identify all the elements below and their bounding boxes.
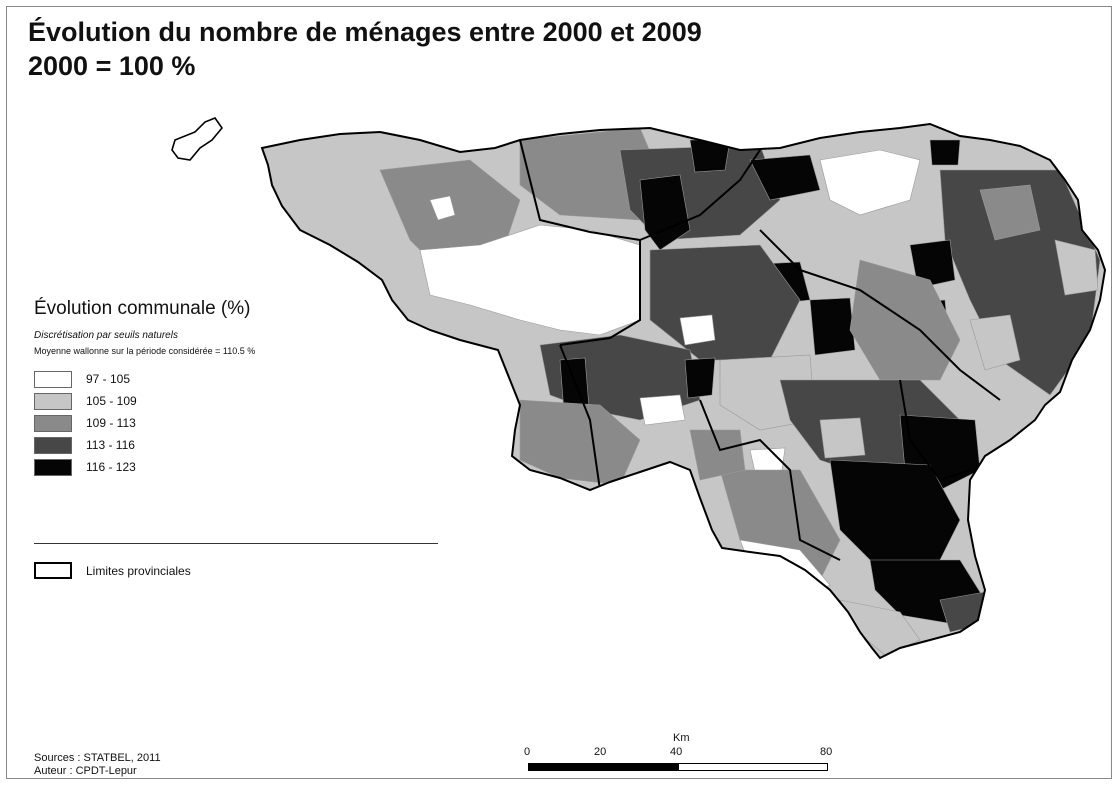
- comines-enclave: [171, 117, 224, 161]
- scale-tick: 80: [820, 746, 833, 758]
- legend-method: Discrétisation par seuils naturels: [34, 330, 178, 341]
- legend-swatch: [34, 458, 72, 476]
- legend-item: 109 - 113: [34, 412, 454, 434]
- legend-item: 116 - 123: [34, 456, 454, 478]
- scale-unit: Km: [673, 732, 690, 744]
- province-label: Limites provinciales: [86, 563, 191, 578]
- province-boundary: [899, 379, 971, 482]
- legend-label: 113 - 116: [86, 438, 135, 452]
- commune-zone: [819, 417, 866, 459]
- legend-swatch: [34, 392, 72, 410]
- province-boundary: [559, 344, 601, 491]
- legend-label: 97 - 105: [86, 372, 131, 386]
- commune-zone: [909, 239, 956, 289]
- commune-zone: [969, 314, 1021, 371]
- commune-zone: [979, 184, 1041, 241]
- sources-line: Sources : STATBEL, 2011: [34, 752, 161, 764]
- scale-tick: 20: [594, 746, 607, 758]
- map-subtitle: 2000 = 100 %: [28, 51, 196, 81]
- legend-item: 97 - 105: [34, 368, 454, 390]
- legend-label: 116 - 123: [86, 460, 136, 474]
- scale-bar: Km 0 20 40 80: [522, 730, 842, 778]
- province-boundary: [699, 399, 841, 561]
- legend-label: 105 - 109: [86, 394, 137, 408]
- commune-zone: [749, 154, 821, 201]
- commune-zone: [809, 297, 856, 356]
- commune-zone: [689, 139, 731, 173]
- legend-item: 105 - 109: [34, 390, 454, 412]
- author-line: Auteur : CPDT-Lepur: [34, 765, 137, 777]
- legend-title: Évolution communale (%): [34, 298, 251, 319]
- commune-zone: [1054, 239, 1099, 296]
- commune-zone: [639, 174, 691, 251]
- legend-item: 113 - 116: [34, 434, 454, 456]
- commune-zone: [684, 357, 716, 399]
- legend-mean: Moyenne wallonne sur la période considér…: [34, 346, 256, 356]
- commune-zone: [819, 149, 921, 216]
- commune-zone: [929, 139, 961, 166]
- scale-tick: 40: [670, 746, 683, 758]
- legend-province: Limites provinciales: [34, 562, 191, 579]
- sources-block: Sources : STATBEL, 2011 Auteur : CPDT-Le…: [34, 752, 161, 778]
- commune-zone: [679, 314, 716, 346]
- legend: Évolution communale (%) Discrétisation p…: [34, 298, 454, 478]
- main-territory: [260, 122, 1107, 660]
- legend-divider: [34, 543, 438, 544]
- province-boundary: [639, 149, 761, 241]
- scale-tick: 0: [524, 746, 531, 758]
- commune-zone: [939, 169, 1101, 396]
- map-title: Évolution du nombre de ménages entre 200…: [28, 17, 702, 47]
- commune-zone: [639, 394, 686, 426]
- region-outline: [260, 122, 1107, 660]
- commune-zone: [429, 195, 456, 221]
- commune-zone: [689, 429, 746, 481]
- province-boundary: [759, 229, 1001, 401]
- province-swatch: [34, 562, 72, 579]
- legend-swatch: [34, 370, 72, 388]
- legend-swatch: [34, 414, 72, 432]
- commune-zone: [419, 224, 641, 336]
- scale-segment-black: [528, 763, 678, 771]
- legend-classes: 97 - 105 105 - 109 109 - 113 113 - 116 1…: [34, 368, 454, 478]
- legend-label: 109 - 113: [86, 416, 136, 430]
- legend-swatch: [34, 436, 72, 454]
- scale-segment-white: [678, 763, 828, 771]
